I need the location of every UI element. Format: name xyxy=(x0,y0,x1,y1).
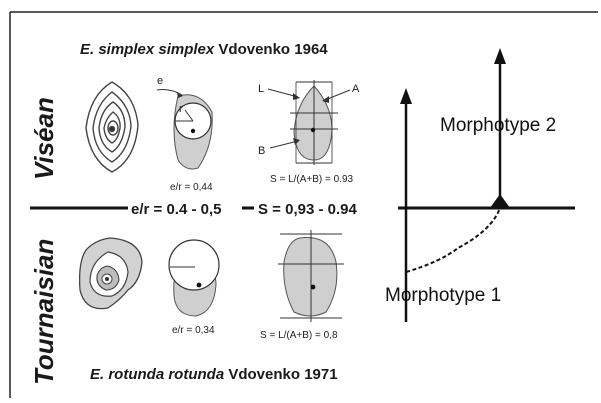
period-label-visean: Viséan xyxy=(29,97,59,180)
visean-shape-value: S = L/(A+B) = 0.93 xyxy=(270,174,354,185)
visean-er-sketch xyxy=(156,89,213,170)
bottom-title: E. rotunda rotunda Vdovenko 1971 xyxy=(90,366,338,383)
divergence-node xyxy=(490,194,510,208)
label-r: r xyxy=(179,103,183,115)
morphotype-1-arrowhead xyxy=(400,88,412,104)
tournaisian-shape-sketch xyxy=(278,230,344,322)
tournaisian-er-value: e/r = 0,34 xyxy=(172,325,215,336)
label-L: L xyxy=(258,83,264,95)
divergence-dashed-path xyxy=(405,207,501,273)
boundary-ratio-range: e/r = 0.4 - 0,5 xyxy=(131,201,221,218)
morphotype-2-label: Morphotype 2 xyxy=(440,115,556,136)
visean-shape-sketch xyxy=(267,80,351,165)
label-e: e xyxy=(157,75,163,87)
boundary-shape-range: S = 0,93 - 0.94 xyxy=(258,201,357,218)
visean-shell-section-sketch xyxy=(85,81,139,173)
boundary-label-backdrop xyxy=(128,200,398,217)
visean-er-value: e/r = 0,44 xyxy=(170,182,213,193)
tournaisian-shell-section-sketch xyxy=(78,237,143,310)
morphotype-2-arrowhead xyxy=(494,48,506,64)
label-A: A xyxy=(352,83,360,95)
tournaisian-shape-value: S = L/(A+B) = 0,8 xyxy=(260,330,338,341)
tournaisian-er-sketch xyxy=(168,239,220,317)
morphotype-1-label: Morphotype 1 xyxy=(385,285,501,306)
lineage-tree xyxy=(400,48,510,322)
period-label-tournaisian: Tournaisian xyxy=(29,239,59,385)
label-B: B xyxy=(258,145,265,157)
top-title: E. simplex simplex Vdovenko 1964 xyxy=(80,41,328,58)
